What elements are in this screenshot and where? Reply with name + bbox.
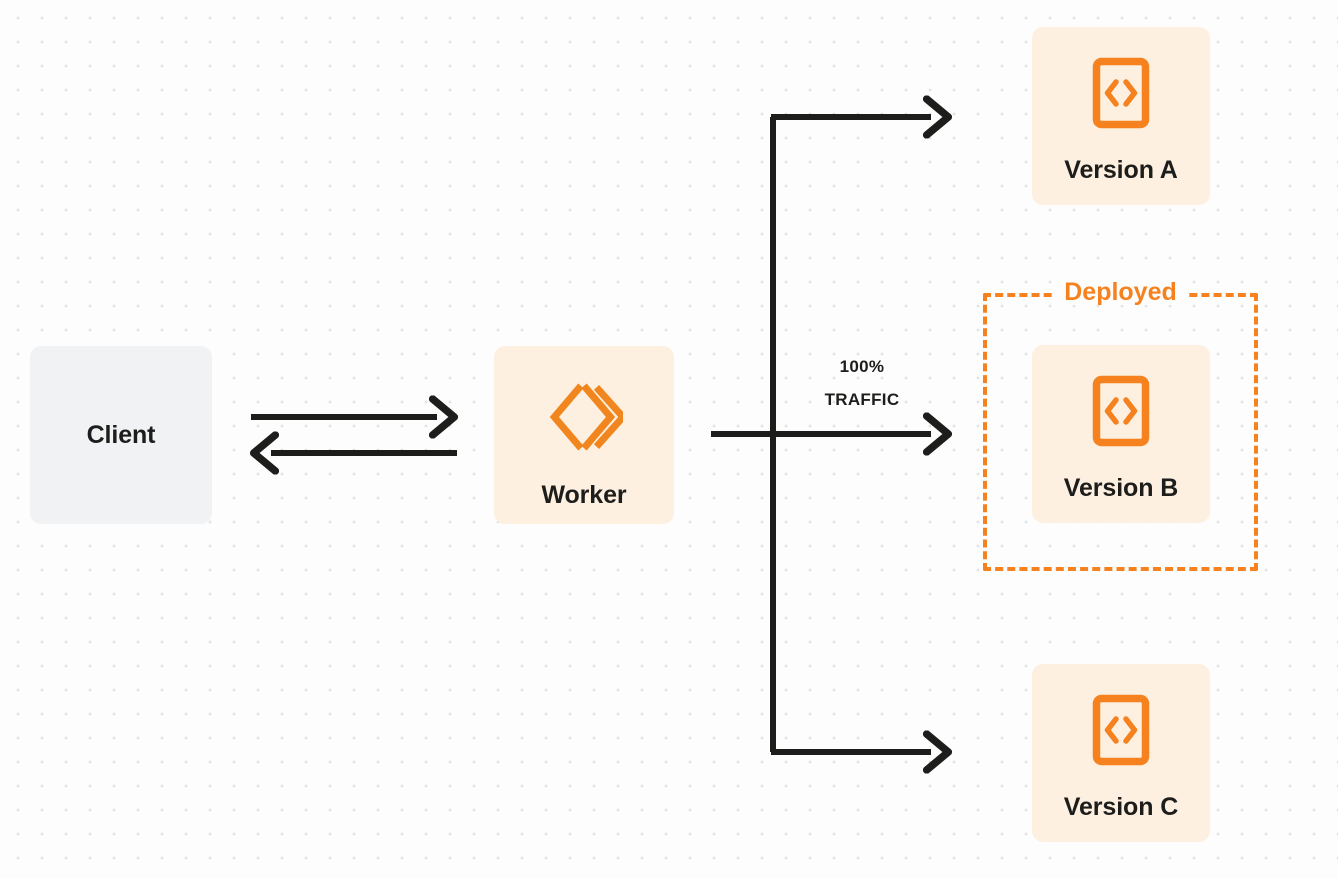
traffic-label: 100% TRAFFIC <box>792 350 932 416</box>
node-version-b[interactable]: Version B <box>1032 345 1210 523</box>
node-version-b-label: Version B <box>1063 474 1179 502</box>
deployed-group-frame: Deployed <box>983 280 1258 571</box>
cloudflare-workers-logo-icon <box>545 378 628 461</box>
node-version-c[interactable]: Version C <box>1032 664 1210 842</box>
traffic-word: TRAFFIC <box>824 390 900 410</box>
traffic-percent: 100% <box>839 357 885 376</box>
node-worker[interactable]: Worker <box>494 346 674 524</box>
code-file-icon <box>1092 57 1150 134</box>
node-version-a-label: Version A <box>1064 156 1178 184</box>
node-version-a[interactable]: Version A <box>1032 27 1210 205</box>
node-client[interactable]: Client <box>30 346 212 524</box>
node-version-c-label: Version C <box>1063 793 1179 821</box>
code-file-icon <box>1092 694 1150 771</box>
deployed-group-label: Deployed <box>1053 280 1188 305</box>
code-file-icon <box>1092 375 1150 452</box>
node-client-label: Client <box>86 420 156 449</box>
node-worker-label: Worker <box>541 481 627 509</box>
